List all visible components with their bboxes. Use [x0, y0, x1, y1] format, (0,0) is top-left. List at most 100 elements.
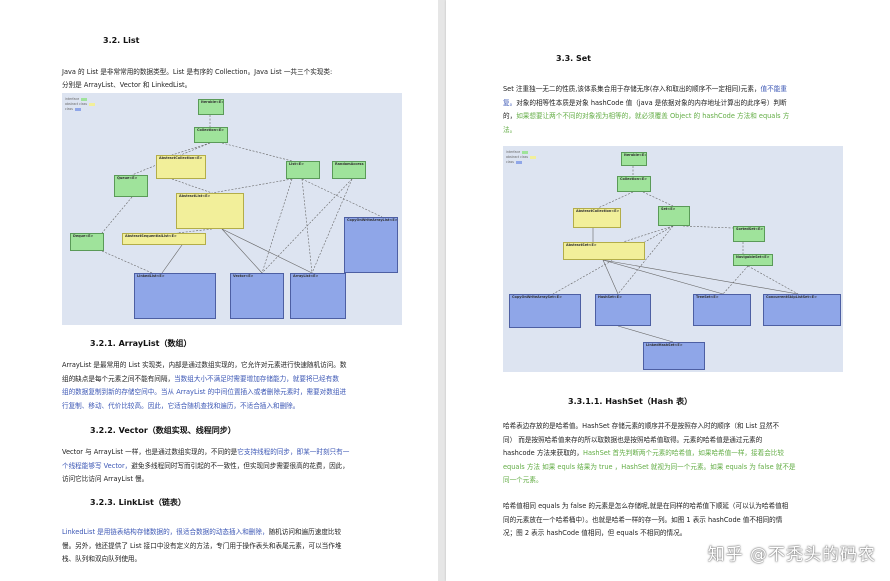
list-intro-line-2: 分别是 ArrayList、Vector 和 LinkedList。	[62, 81, 192, 89]
linklist-text: LinkedList 是用链表结构存储数据的，很适合数据的动态插入和删除，	[62, 528, 269, 536]
left-page: 3.2. List Java 的 List 是非常常用的数据类型。List 是有…	[0, 0, 438, 581]
set-diagram-legend: interface abstract class class	[506, 150, 537, 165]
set-box-abstract-set: AbstractSet<E>	[563, 242, 645, 260]
set-box-linked-hashset: LinkedHashSet<E>	[643, 342, 705, 370]
section-heading-list: 3.2. List	[103, 36, 140, 45]
box-list: List<E>	[286, 161, 320, 179]
hashset-a-line-1: 哈希表边存放的是哈希值。HashSet 存储元素的顺序并不是按照存入时的顺序（和…	[503, 420, 883, 433]
set-legend-swatch-class	[515, 160, 522, 164]
list-class-diagram: interface abstract class class Iterable<…	[62, 93, 402, 325]
set-intro-line-4: 法。	[503, 124, 883, 137]
set-box-hashset: HashSet<E>	[595, 294, 651, 326]
vector-text: 访问它比访问 ArrayList 慢。	[62, 475, 149, 484]
box-abstract-sequential-list: AbstractSequentialList<E>	[122, 233, 206, 245]
section-heading-set: 3.3. Set	[556, 54, 592, 63]
set-box-iterable: Iterable<E>	[621, 152, 647, 166]
vector-line-2: 个线程能够写 Vector，避免多线程同时写而引起的不一致性，但实现同步需要很高…	[62, 460, 422, 473]
box-vector: Vector<E>	[230, 273, 284, 319]
section-heading-vector: 3.2.2. Vector（数组实现、线程同步）	[90, 426, 236, 435]
arraylist-text: 组的数据复制到新的存储空间中。当从 ArrayList 的中间位置插入或者删除元…	[62, 388, 347, 397]
box-queue: Queue<E>	[114, 175, 148, 197]
arraylist-text: 组的缺点是每个元素之间不能有间隔，	[62, 374, 175, 383]
page-gap	[438, 0, 446, 581]
section-heading-arraylist: 3.2.1. ArrayList（数组）	[90, 339, 192, 348]
set-box-abstract-collection: AbstractCollection<E>	[573, 208, 621, 228]
hashset-a-text-highlight: HashSet 首先判断两个元素的哈希值，如果哈希值一样，接着会比较	[583, 449, 784, 458]
vector-text-highlight: 它支持线程的同步，即某一时刻只有一	[237, 448, 350, 456]
set-box-copy-on-write-array-set: CopyOnWriteArraySet<E>	[509, 294, 581, 328]
arraylist-text: 行复制、移动、代价比较高。因此，它适合随机查找和遍历，不适合插入和删除。	[62, 402, 300, 411]
box-abstract-collection: AbstractCollection<E>	[156, 155, 206, 179]
set-intro-text-highlight: 如果想要让两个不同的对象视为相等的，就必须覆盖 Object 的 hashCod…	[516, 112, 790, 121]
hashset-a-line-3: hashcode 方法来获取的，HashSet 首先判断两个元素的哈希值，如果哈…	[503, 447, 883, 460]
arraylist-line-2: 组的缺点是每个元素之间不能有间隔，当数组大小不满足时需要增加存储能力，就要将已经…	[62, 373, 422, 386]
legend-swatch-interface	[81, 97, 88, 101]
vector-text-highlight: 避免多线程同时写而引起的不一致性，但实现同步需要很高的花费，因此，	[131, 461, 349, 470]
set-intro-line-1: Set 注重独一无二的性质,该体系集合用于存储无序(存入和取出的顺序不一定相同)…	[503, 83, 883, 96]
set-box-set: Set<E>	[658, 206, 690, 226]
set-intro-text: 复。	[503, 98, 517, 107]
linklist-line-1: LinkedList 是用链表结构存储数据的，很适合数据的动态插入和删除，随机访…	[62, 526, 422, 539]
arraylist-line-3: 组的数据复制到新的存储空间中。当从 ArrayList 的中间位置插入或者删除元…	[62, 386, 422, 399]
hashset-a-text: equals 方法 如果 equls 结果为 true ，HashSet 就视为…	[503, 462, 796, 471]
set-box-collection: Collection<E>	[617, 176, 651, 192]
right-page: 3.3. Set Set 注重独一无二的性质,该体系集合用于存储无序(存入和取出…	[446, 0, 890, 581]
vector-text: 个线程能够写 Vector，	[62, 461, 132, 470]
legend-swatch-class	[74, 107, 81, 111]
list-intro-line-1: Java 的 List 是非常常用的数据类型。List 是有序的 Collect…	[62, 68, 333, 76]
hashset-b-line-1: 哈希值相同 equals 为 false 的元素是怎么存储呢,就是在同样的哈希值…	[503, 500, 883, 513]
arraylist-line-1: ArrayList 是最常用的 List 实现类，内部是通过数组实现的，它允许对…	[62, 359, 422, 372]
hashset-a-text: 哈希表边存放的是哈希值。HashSet 存储元素的顺序并不是按照存入时的顺序（和…	[503, 422, 780, 430]
arraylist-line-4: 行复制、移动、代价比较高。因此，它适合随机查找和遍历，不适合插入和删除。	[62, 400, 422, 413]
hashset-a-line-2: 同） 而是按照哈希值来存的所以取数据也是按照哈希值取得。元素的哈希值是通过元素的	[503, 434, 883, 447]
arraylist-text: ArrayList 是最常用的 List 实现类，内部是通过数组实现的，它允许对…	[62, 361, 347, 369]
set-box-treeset: TreeSet<E>	[693, 294, 751, 326]
set-diagram-edges	[552, 166, 799, 343]
hashset-a-text: hashcode 方法来获取的，	[503, 449, 583, 458]
hashset-b-line-3: 况；图 2 表示 hashCode 值相同，但 equals 不相同的情况。	[503, 527, 883, 540]
box-abstract-list: AbstractList<E>	[176, 193, 244, 229]
linklist-text: 栈、队列和双向队列使用。	[62, 555, 142, 564]
hashset-a-text: 同一个元素。	[503, 476, 543, 485]
set-intro-text: 的，	[503, 112, 517, 121]
vector-line-3: 访问它比访问 ArrayList 慢。	[62, 473, 422, 486]
section-heading-linklist: 3.2.3. LinkList（链表）	[90, 498, 186, 507]
linklist-line-3: 栈、队列和双向队列使用。	[62, 553, 422, 566]
set-box-sorted-set: SortedSet<E>	[733, 226, 765, 242]
set-legend-swatch-interface	[522, 150, 529, 154]
set-intro-text-highlight: 值不能重	[760, 85, 787, 93]
vector-text: Vector 与 ArrayList 一样，也是通过数组实现的，不同的是	[62, 448, 238, 456]
arraylist-text-highlight: 当数组大小不满足时需要增加存储能力，就要将已经有数	[174, 374, 339, 383]
linklist-text: 慢。另外，他还提供了 List 接口中没有定义的方法，专门用于操作表头和表尾元素…	[62, 541, 342, 550]
box-copy-on-write-array-list: CopyOnWriteArrayList<E>	[344, 217, 398, 273]
hashset-b-text: 哈希值相同 equals 为 false 的元素是怎么存储呢,就是在同样的哈希值…	[503, 502, 789, 510]
set-intro-line-3: 的，如果想要让两个不同的对象视为相等的，就必须覆盖 Object 的 hashC…	[503, 110, 883, 123]
set-class-diagram: interface abstract class class Iterable<…	[503, 146, 843, 372]
set-box-concurrent-skip-list-set: ConcurrentSkipListSet<E>	[763, 294, 841, 326]
box-linked-list: LinkedList<E>	[134, 273, 216, 319]
set-box-navigable-set: NavigableSet<E>	[733, 254, 773, 266]
section-heading-hashset: 3.3.1.1. HashSet（Hash 表）	[568, 397, 693, 406]
set-intro-line-2: 复。对象的相等性本质是对象 hashCode 值（java 是依据对象的内存地址…	[503, 97, 883, 110]
set-intro-text-highlight: 对象的相等性本质是对象 hashCode 值（java 是依据对象的内存地址计算…	[516, 98, 787, 107]
hashset-a-line-5: 同一个元素。	[503, 474, 883, 487]
set-intro-text: 法。	[503, 125, 517, 134]
zhihu-watermark: 知乎 @不秃头的码农	[707, 545, 876, 565]
hashset-b-line-2: 同的元素放在一个哈希桶中）。也就是哈希一样的存一列。如图 1 表示 hashCo…	[503, 514, 883, 527]
box-collection: Collection<E>	[194, 127, 228, 143]
hashset-b-text: 同的元素放在一个哈希桶中）。也就是哈希一样的存一列。如图 1 表示 hashCo…	[503, 515, 783, 524]
box-random-access: RandomAccess	[332, 161, 366, 179]
legend-swatch-abstract	[89, 102, 96, 106]
linklist-line-2: 慢。另外，他还提供了 List 接口中没有定义的方法，专门用于操作表头和表尾元素…	[62, 540, 422, 553]
box-iterable: Iterable<E>	[198, 99, 224, 115]
hashset-a-text: 同） 而是按照哈希值来存的所以取数据也是按照哈希值取得。元素的哈希值是通过元素的	[503, 435, 763, 444]
linklist-text-highlight: 随机访问和遍历速度比较	[268, 528, 342, 536]
hashset-a-line-4: equals 方法 如果 equls 结果为 true ，HashSet 就视为…	[503, 461, 883, 474]
set-legend-swatch-abstract	[530, 155, 537, 159]
box-array-list: ArrayList<E>	[290, 273, 346, 319]
diagram-legend: interface abstract class class	[65, 97, 96, 112]
set-intro-text: Set 注重独一无二的性质,该体系集合用于存储无序(存入和取出的顺序不一定相同)…	[503, 85, 761, 93]
box-deque: Deque<E>	[70, 233, 104, 251]
vector-line-1: Vector 与 ArrayList 一样，也是通过数组实现的，不同的是它支持线…	[62, 446, 422, 459]
hashset-b-text: 况；图 2 表示 hashCode 值相同，但 equals 不相同的情况。	[503, 529, 687, 538]
